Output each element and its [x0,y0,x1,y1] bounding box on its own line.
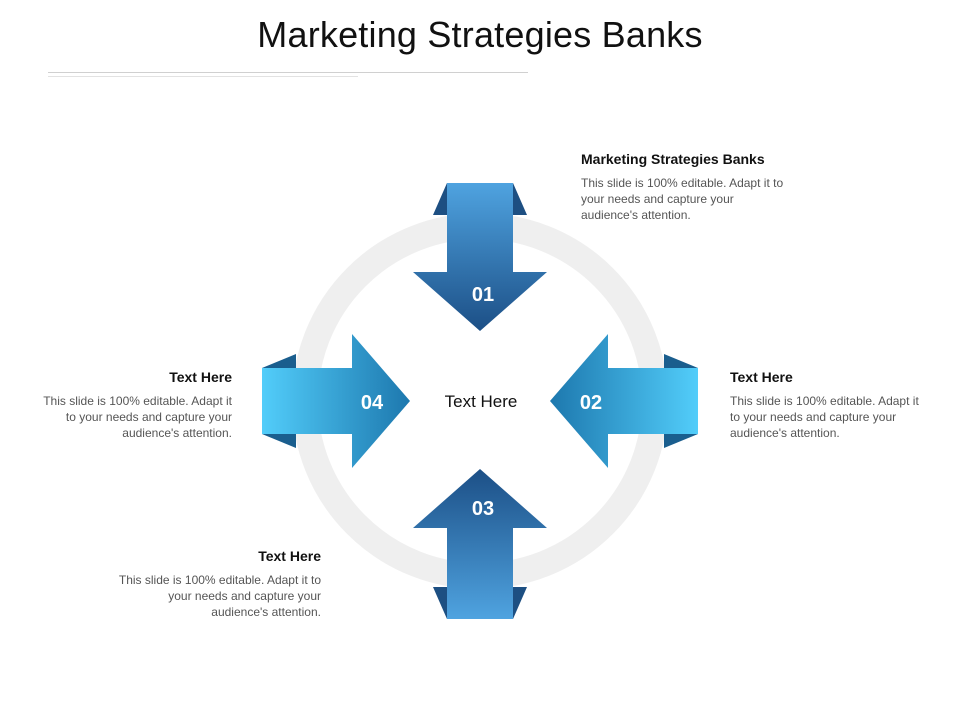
arrow-04 [262,334,410,468]
arrow-04-number: 04 [361,392,384,414]
text-block-01-heading: Marketing Strategies Banks [581,151,765,167]
text-block-04: Text Here This slide is 100% editable. A… [30,369,232,441]
text-block-04-body: This slide is 100% editable. Adapt it to… [43,394,232,440]
center-label: Text Here [445,392,518,411]
text-block-03-body: This slide is 100% editable. Adapt it to… [118,573,321,619]
text-block-04-heading: Text Here [169,369,232,385]
text-block-03: Text Here This slide is 100% editable. A… [118,548,321,620]
arrow-01 [413,183,547,331]
arrow-02 [550,334,698,468]
text-block-01: Marketing Strategies Banks This slide is… [581,151,791,223]
arrow-02-number: 02 [580,392,602,414]
text-block-02-body: This slide is 100% editable. Adapt it to… [730,394,919,440]
arrow-01-number: 01 [472,284,494,306]
title-underline-secondary [48,76,358,77]
text-block-01-body: This slide is 100% editable. Adapt it to… [581,176,784,222]
text-block-02: Text Here This slide is 100% editable. A… [730,369,932,441]
arrow-03 [413,469,547,619]
text-block-03-heading: Text Here [258,548,321,564]
text-block-02-heading: Text Here [730,369,793,385]
title-underline [48,72,528,73]
slide-title: Marketing Strategies Banks [257,14,703,55]
arrow-03-number: 03 [472,498,494,520]
